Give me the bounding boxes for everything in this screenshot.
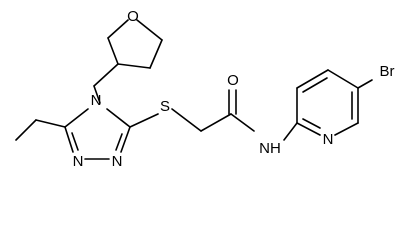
atom-label-nitrogen-triazole-1: N [73,153,84,170]
triazole-ring [64,108,131,160]
atom-label-sulfur: S [160,98,170,115]
bond [115,133,123,151]
bond [230,113,255,132]
bond [64,108,89,128]
bond [302,77,328,93]
bond [357,79,373,89]
bond [35,119,66,128]
bond [283,122,298,141]
structure-canvas: O N N N S O NH N Br [15,8,395,170]
bond [107,37,119,65]
bond [296,69,329,89]
atom-label-amide-nh: NH [259,140,281,157]
pyridine-ring [296,69,359,136]
bond [120,126,131,153]
atom-label-nitrogen-pyridine: N [323,131,334,148]
bond [93,85,101,104]
atom-label-nitrogen-ring: N [91,92,102,109]
bond [200,113,232,132]
bond [107,19,129,39]
atom-label-nitrogen-triazole-2: N [112,153,123,170]
bond [136,19,163,41]
bond [64,126,74,153]
bond [334,122,359,136]
bond [106,108,131,128]
thf-ring [107,19,163,69]
bond [93,63,119,87]
atom-label-bromine: Br [380,63,395,80]
molecule-drawing: O N N N S O NH N Br [15,8,395,170]
atom-label-oxygen-carbonyl: O [227,72,239,89]
bond [15,119,37,141]
bond [171,108,202,132]
bond [149,39,163,69]
bond [117,63,151,69]
bond [302,118,321,129]
bond [129,113,159,128]
atom-label-oxygen-thf: O [127,8,139,25]
bond [296,122,321,136]
bond [71,132,79,151]
bond [327,69,359,89]
